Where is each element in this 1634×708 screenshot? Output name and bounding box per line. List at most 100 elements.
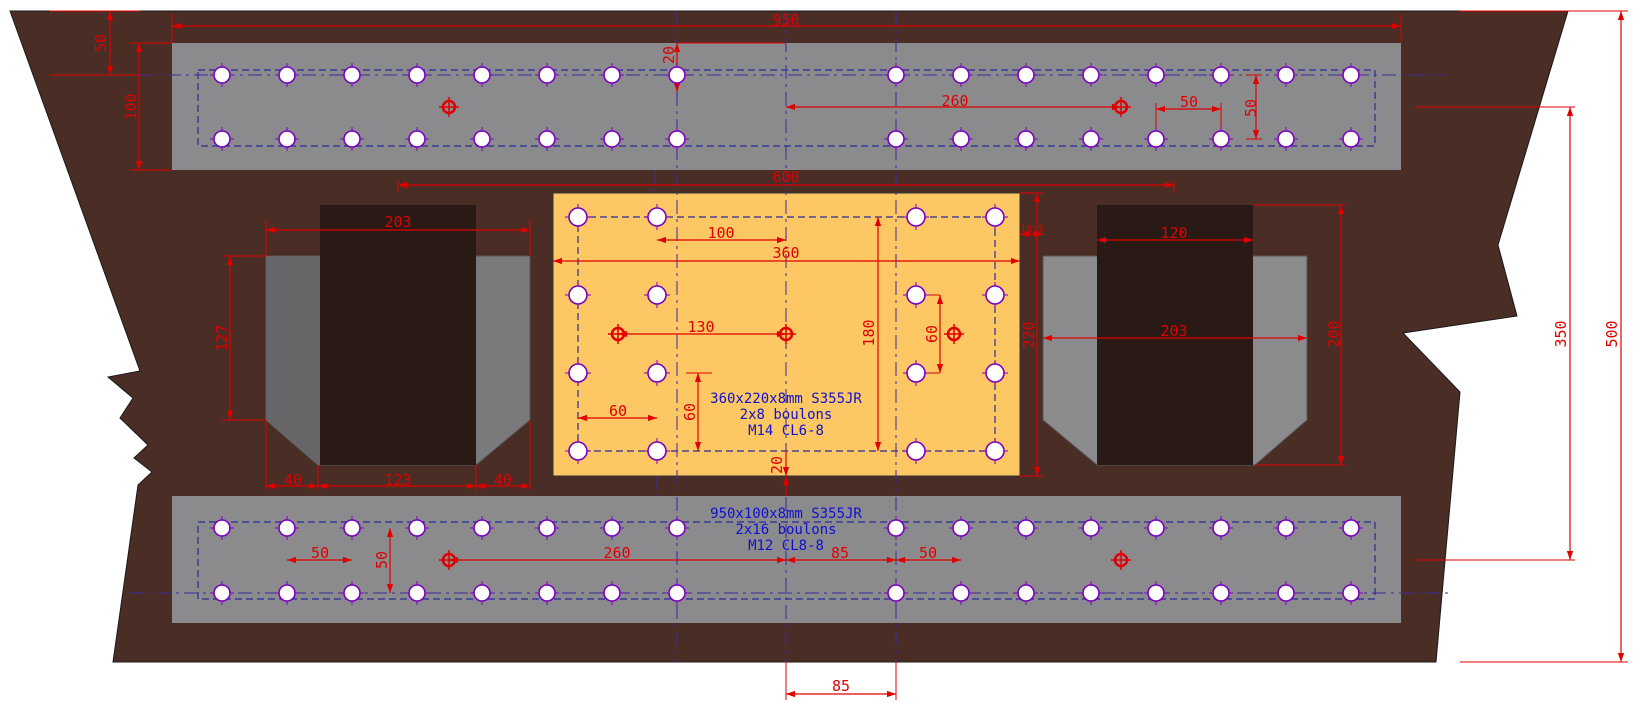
top-plate-bolt	[210, 127, 234, 151]
dim-top-bolt-pitch-v: 50	[1242, 99, 1260, 117]
top-right-pin	[1111, 97, 1131, 117]
top-plate-bolt	[470, 63, 494, 87]
dim-top-plate-height: 100	[122, 93, 140, 120]
gusset-bolt	[565, 282, 591, 308]
top-plate-bolt	[275, 127, 299, 151]
gusset-label-line-1: 360x220x8mm S355JR	[710, 391, 862, 407]
top-plate-bolt	[535, 63, 559, 87]
bottom-plate-bolt	[1144, 516, 1168, 540]
top-plate-bolt	[210, 63, 234, 87]
flange-label-line-3: M12 CL8-8	[748, 538, 824, 554]
dim-top-bolt-pitch-h: 50	[1180, 93, 1198, 111]
dim-gusset-bottom-edge: 20	[768, 456, 786, 474]
bottom-plate-bolt	[949, 581, 973, 605]
bottom-plate-bolt	[949, 516, 973, 540]
dim-left-flange-right: 40	[494, 471, 512, 489]
dimension-texts: 950 50 100 20 260 50 50 600 203 100 360 …	[92, 11, 1621, 695]
bottom-plate-bolt	[884, 516, 908, 540]
dim-bottom-bolt-pitch-v: 50	[373, 551, 391, 569]
bottom-plate-bolt	[405, 581, 429, 605]
dim-gusset-pin-offset: 130	[687, 318, 714, 336]
gusset-center-pin	[776, 324, 796, 344]
top-plate-bolt	[535, 127, 559, 151]
top-plate-bolt	[884, 63, 908, 87]
bottom-plate-bolt	[340, 516, 364, 540]
bottom-plate-bolt	[210, 516, 234, 540]
dim-right-channel-width: 203	[1160, 322, 1187, 340]
dim-bottom-offset-85: 85	[831, 544, 849, 562]
dim-gusset-width: 360	[772, 244, 799, 262]
dim-gusset-bolt-spacing: 100	[707, 224, 734, 242]
bottom-plate-bolt	[1274, 581, 1298, 605]
dim-bottom-bolt-pitch-h2: 50	[919, 544, 937, 562]
dim-bottom-bolt-pitch-h: 50	[311, 544, 329, 562]
top-plate-bolt	[1079, 127, 1103, 151]
dimension-lines	[50, 10, 1628, 700]
top-plate-bolt	[470, 127, 494, 151]
dim-left-web: 123	[384, 471, 411, 489]
bottom-plate-bolt	[210, 581, 234, 605]
top-plate-bolt	[1144, 127, 1168, 151]
top-plate-bolt	[405, 63, 429, 87]
gusset-bolt	[982, 438, 1008, 464]
top-plate-bolt	[1014, 63, 1038, 87]
bottom-plate-bolt	[1339, 581, 1363, 605]
gusset-bolt	[565, 204, 591, 230]
bottom-plate-bolt	[1079, 581, 1103, 605]
bottom-plate-bolt	[535, 516, 559, 540]
dim-gusset-bolt-row: 60	[681, 403, 699, 421]
gusset-label-line-2: 2x8 boulons	[740, 407, 833, 423]
bottom-plate-bolt	[275, 516, 299, 540]
dim-right-total-500: 500	[1603, 320, 1621, 347]
gusset-right-pin	[944, 324, 964, 344]
top-plate-bolt	[1274, 127, 1298, 151]
top-plate-bolt	[949, 63, 973, 87]
gusset-bolt	[903, 282, 929, 308]
bottom-plate-bolt	[1014, 516, 1038, 540]
top-plate-bolt	[665, 63, 689, 87]
dim-gusset-overall: 600	[772, 168, 799, 186]
gusset-label-line-3: M14 CL6-8	[748, 423, 824, 439]
dim-gusset-height: 220	[1020, 321, 1038, 348]
top-plate-bolt	[405, 127, 429, 151]
dim-top-offset: 50	[92, 34, 110, 52]
dim-gusset-bolt-edge-h: 60	[609, 402, 627, 420]
top-plate-bolt	[600, 127, 624, 151]
bottom-right-pin	[1111, 550, 1131, 570]
dim-left-channel-width: 203	[384, 213, 411, 231]
top-plate-bolt	[1274, 63, 1298, 87]
top-plate-bolt	[1014, 127, 1038, 151]
top-plate-bolt	[1339, 63, 1363, 87]
top-plate-bolt	[600, 63, 624, 87]
bottom-plate-bolt	[665, 516, 689, 540]
bottom-plate-bolt	[884, 581, 908, 605]
gusset-label: 360x220x8mm S355JR 2x8 boulons M14 CL6-8	[710, 391, 862, 439]
flange-label-line-1: 950x100x8mm S355JR	[710, 506, 862, 522]
gusset-bolt	[644, 204, 670, 230]
gusset-bolt	[982, 204, 1008, 230]
gusset-bolt	[644, 282, 670, 308]
left-channel-shade	[266, 256, 320, 465]
gusset-bolt	[903, 204, 929, 230]
top-left-pin	[439, 97, 459, 117]
gusset-bolt	[982, 282, 1008, 308]
gusset-bolt	[644, 360, 670, 386]
dim-gusset-pin-small: 60	[923, 325, 941, 343]
left-column	[320, 205, 476, 465]
dim-right-channel-height: 200	[1325, 320, 1343, 347]
top-plate-bolt	[1144, 63, 1168, 87]
top-plate-bolt	[949, 127, 973, 151]
top-plate-bolt	[1209, 63, 1233, 87]
bottom-plate-bolt	[1339, 516, 1363, 540]
gusset-bolt	[565, 360, 591, 386]
dim-right-edge: 18.5	[1020, 224, 1044, 235]
dim-right-total-350: 350	[1552, 320, 1570, 347]
bottom-plate-bolt	[1144, 581, 1168, 605]
bottom-left-pin	[439, 550, 459, 570]
bottom-plate-bolt	[275, 581, 299, 605]
bottom-plate-bolt	[1079, 516, 1103, 540]
bottom-plate-bolt	[1209, 581, 1233, 605]
gusset-bolt	[903, 360, 929, 386]
dim-top-overall: 950	[772, 11, 799, 29]
